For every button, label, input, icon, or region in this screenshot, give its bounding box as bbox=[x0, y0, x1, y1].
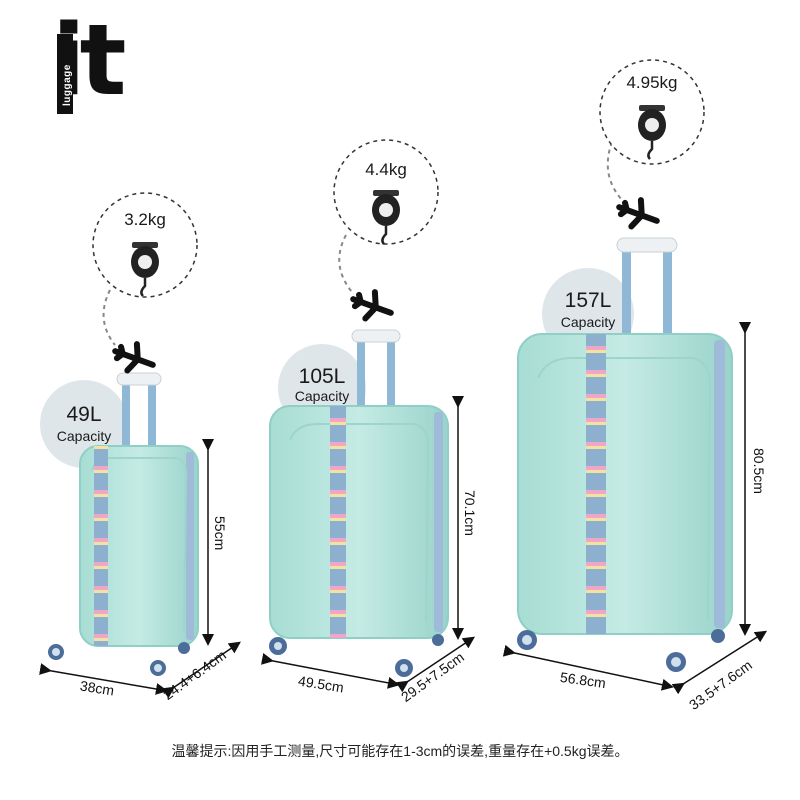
airplane-icon bbox=[112, 341, 156, 374]
logo-block bbox=[57, 34, 73, 114]
disclaimer-note: 温馨提示:因用手工测量,尺寸可能存在1-3cm的误差,重量存在+0.5kg误差。 bbox=[171, 743, 629, 759]
weight-label: 4.95kg bbox=[626, 73, 678, 92]
suitcase-shell bbox=[269, 405, 449, 639]
height-dimension: 70.1cm bbox=[462, 490, 478, 536]
luggage-strap bbox=[330, 406, 346, 638]
wheel-icon bbox=[395, 659, 413, 677]
flight-path bbox=[338, 234, 353, 293]
wheel-icon bbox=[150, 660, 166, 676]
suitcase-shell bbox=[517, 333, 733, 635]
suitcase-small bbox=[39, 192, 241, 699]
wheel-icon bbox=[48, 644, 64, 660]
luggage-strap bbox=[586, 334, 606, 634]
brand-logo: it bbox=[52, 4, 126, 118]
airplane-icon bbox=[616, 197, 660, 230]
luggage-scale-icon bbox=[638, 105, 666, 160]
brand-logo-sub: luggage bbox=[62, 64, 73, 106]
flight-path bbox=[606, 141, 623, 201]
capacity-value: 157L bbox=[564, 289, 612, 312]
height-dimension: 55cm bbox=[212, 516, 228, 551]
suitcase-medium bbox=[260, 139, 475, 693]
capacity-value: 49L bbox=[66, 403, 102, 426]
wheel-icon bbox=[432, 634, 444, 646]
weight-label: 3.2kg bbox=[124, 210, 166, 229]
trolley-handle bbox=[622, 246, 631, 342]
luggage-scale-icon bbox=[131, 242, 159, 297]
wheel-icon bbox=[517, 630, 537, 650]
suitcase-large bbox=[502, 59, 768, 695]
wheel-icon bbox=[269, 637, 287, 655]
airplane-icon bbox=[350, 289, 394, 322]
capacity-value: 105L bbox=[298, 365, 346, 388]
capacity-label: Capacity bbox=[56, 428, 112, 444]
capacity-label: Capacity bbox=[294, 388, 350, 404]
capacity-label: Capacity bbox=[560, 314, 616, 330]
wheel-icon bbox=[711, 629, 725, 643]
weight-label: 4.4kg bbox=[365, 160, 407, 179]
luggage-strap bbox=[94, 446, 108, 646]
luggage-scale-icon bbox=[372, 190, 400, 245]
wheel-icon bbox=[666, 652, 686, 672]
suitcase-shell bbox=[79, 445, 199, 647]
flight-path bbox=[102, 289, 116, 346]
wheel-icon bbox=[178, 642, 190, 654]
trolley-handle bbox=[357, 336, 365, 414]
height-dimension: 80.5cm bbox=[751, 448, 767, 494]
trolley-handle bbox=[122, 378, 130, 450]
